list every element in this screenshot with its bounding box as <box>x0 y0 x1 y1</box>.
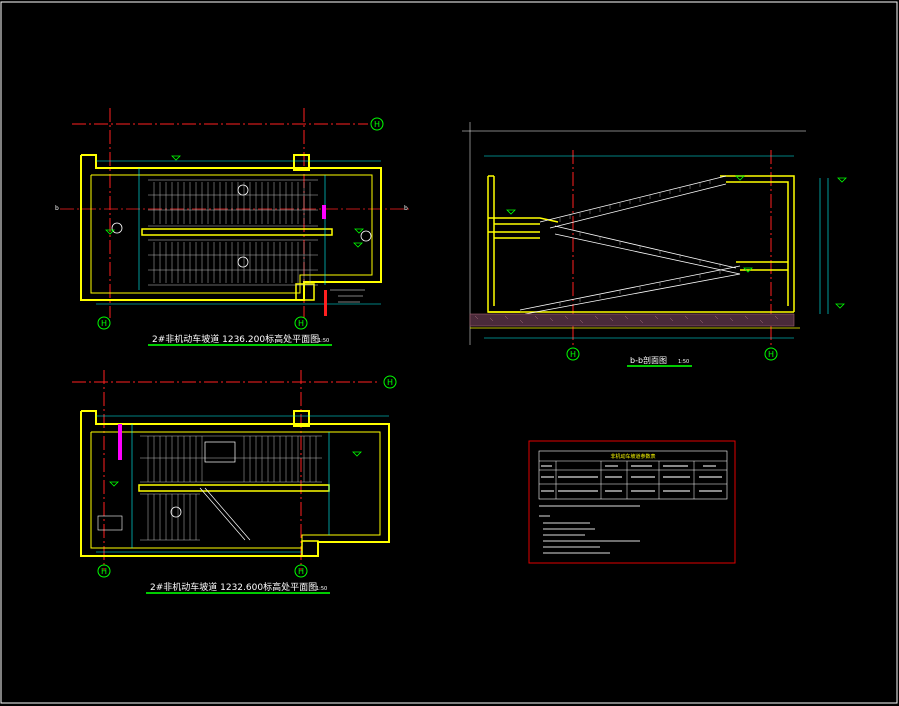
plan-bottom-title: 2#非机动车坡道 1232.600标高处平面图 <box>150 581 317 593</box>
section-title: b-b剖面图 <box>630 355 667 365</box>
grid-bubble-h-top2: H <box>97 316 111 330</box>
svg-text:H: H <box>768 350 774 359</box>
plan-bottom: H H H 2#非机动车坡道 1232.600标高处平面图 1:50 <box>72 370 397 594</box>
plan-bottom-scale: 1:50 <box>316 586 327 592</box>
svg-text:H: H <box>387 378 393 387</box>
section-marker-left: b <box>55 205 59 212</box>
plan-top: H H H b b 2#非机动车坡道 1236.200标高处平面图 1:50 <box>55 108 410 346</box>
svg-text:H: H <box>298 567 304 576</box>
grid-bubble-h-section2: H <box>764 347 778 361</box>
grid-bubble-h-bottom3: H <box>294 564 308 578</box>
table-title: 非机动车坡道参数表 <box>610 453 655 460</box>
grid-bubble-h-section1: H <box>566 347 580 361</box>
svg-text:H: H <box>298 319 304 328</box>
section-marker-right: b <box>404 205 408 212</box>
section-scale: 1:50 <box>678 359 689 365</box>
section-bb: H H b-b剖面图 1:50 <box>462 122 847 367</box>
parameter-table: 非机动车坡道参数表 <box>528 440 736 564</box>
svg-text:H: H <box>101 319 107 328</box>
svg-text:H: H <box>570 350 576 359</box>
grid-bubble-h-top3: H <box>294 316 308 330</box>
plan-top-title: 2#非机动车坡道 1236.200标高处平面图 <box>152 333 319 345</box>
svg-text:H: H <box>374 120 380 129</box>
svg-text:H: H <box>101 567 107 576</box>
grid-bubble-h-bottom2: H <box>97 564 111 578</box>
grid-bubble-h-top1: H <box>370 117 384 131</box>
plan-top-scale: 1:50 <box>318 338 329 344</box>
grid-bubble-h-bottom1: H <box>383 375 397 389</box>
